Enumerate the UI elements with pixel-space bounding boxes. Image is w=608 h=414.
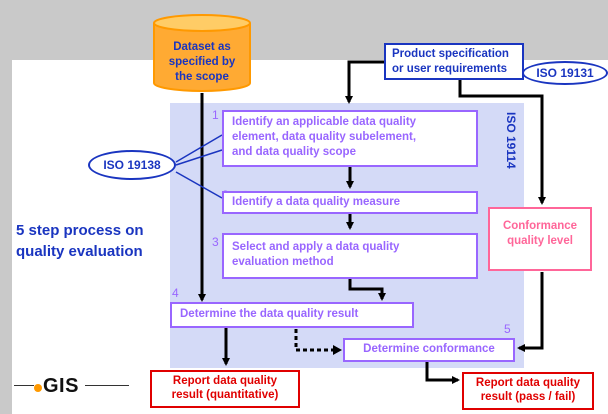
dataset-cylinder-icon: [153, 14, 251, 92]
step-5-box: Determine conformance: [343, 338, 515, 362]
step-1-box: Identify an applicable data quality elem…: [222, 110, 478, 167]
step-4-box: Determine the data quality result: [170, 302, 414, 328]
logo-rule-left: [14, 385, 34, 386]
gis-logo: GIS: [34, 375, 79, 398]
step-5-number: 5: [504, 322, 511, 336]
left-bar: [0, 0, 12, 414]
report-pass-fail-box: Report data quality result (pass / fail): [462, 372, 594, 410]
conformance-quality-level-box: Conformance quality level: [488, 207, 592, 271]
logo-rule-right: [85, 385, 129, 386]
report-quantitative-box: Report data quality result (quantitative…: [150, 370, 300, 408]
dataset-label: Dataset as specified by the scope: [168, 41, 236, 83]
iso-19138-label: ISO 19138: [88, 150, 176, 180]
step-4-number: 4: [172, 286, 179, 300]
logo-dot-icon: [34, 384, 42, 392]
iso-19131-label: ISO 19131: [522, 61, 608, 85]
step-2-box: Identify a data quality measure: [222, 191, 478, 214]
step-3-number: 3: [212, 235, 219, 249]
step-1-number: 1: [212, 108, 219, 122]
iso-19114-label: ISO 19114: [504, 112, 518, 169]
step-3-box: Select and apply a data quality evaluati…: [222, 233, 478, 279]
side-title: 5 step process on quality evaluation: [16, 222, 144, 260]
product-specification-box: Product specification or user requiremen…: [384, 43, 524, 80]
